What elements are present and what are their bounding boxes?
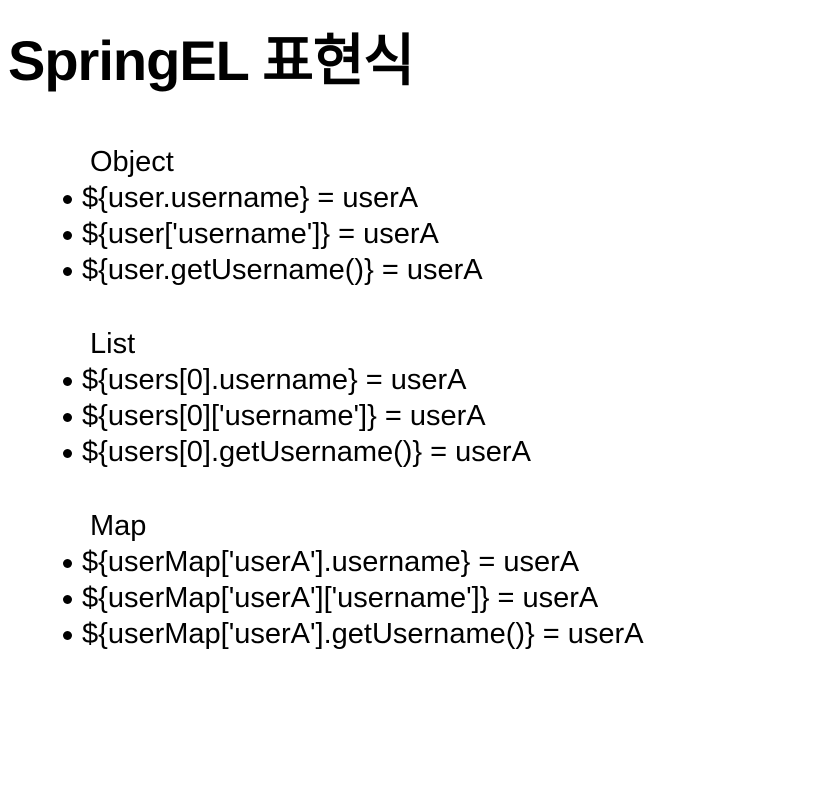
list-item-text: ${userMap['userA'].username} = userA xyxy=(82,546,580,578)
list-item-text: ${userMap['userA']['username']} = userA xyxy=(82,582,599,614)
bullet-list: ${users[0].username} = userA ${users[0][… xyxy=(0,362,816,470)
list-item-text: ${userMap['userA'].getUsername()} = user… xyxy=(82,618,644,650)
list-item: ${users[0].username} = userA xyxy=(0,362,816,398)
bullet-list: ${user.username} = userA ${user['usernam… xyxy=(0,180,816,288)
bullet-icon xyxy=(63,195,72,204)
bullet-icon xyxy=(63,595,72,604)
bullet-icon xyxy=(63,413,72,422)
bullet-icon xyxy=(63,631,72,640)
list-item-text: ${users[0].getUsername()} = userA xyxy=(82,436,531,468)
list-item: ${users[0]['username']} = userA xyxy=(0,398,816,434)
list-item-text: ${user.getUsername()} = userA xyxy=(82,254,483,286)
section-object: Object ${user.username} = userA ${user['… xyxy=(0,144,816,288)
section-label: Map xyxy=(90,510,147,542)
list-item: ${users[0].getUsername()} = userA xyxy=(0,434,816,470)
bullet-icon xyxy=(63,267,72,276)
list-item-text: ${users[0]['username']} = userA xyxy=(82,400,486,432)
page-title: SpringEL 표현식 xyxy=(8,29,415,92)
list-item-text: ${users[0].username} = userA xyxy=(82,364,467,396)
list-item: ${user.getUsername()} = userA xyxy=(0,252,816,288)
list-item: ${userMap['userA'].getUsername()} = user… xyxy=(0,616,816,652)
list-item-text: ${user.username} = userA xyxy=(82,182,419,214)
document-content: Object ${user.username} = userA ${user['… xyxy=(0,144,816,652)
list-item: ${user['username']} = userA xyxy=(0,216,816,252)
list-item: ${userMap['userA'].username} = userA xyxy=(0,544,816,580)
section-map: Map ${userMap['userA'].username} = userA… xyxy=(0,508,816,652)
list-item: ${userMap['userA']['username']} = userA xyxy=(0,580,816,616)
bullet-icon xyxy=(63,231,72,240)
section-label: Object xyxy=(90,146,174,178)
bullet-icon xyxy=(63,449,72,458)
bullet-icon xyxy=(63,377,72,386)
list-item: ${user.username} = userA xyxy=(0,180,816,216)
section-list: List ${users[0].username} = userA ${user… xyxy=(0,326,816,470)
bullet-list: ${userMap['userA'].username} = userA ${u… xyxy=(0,544,816,652)
bullet-icon xyxy=(63,559,72,568)
list-item-text: ${user['username']} = userA xyxy=(82,218,439,250)
section-label: List xyxy=(90,328,136,360)
